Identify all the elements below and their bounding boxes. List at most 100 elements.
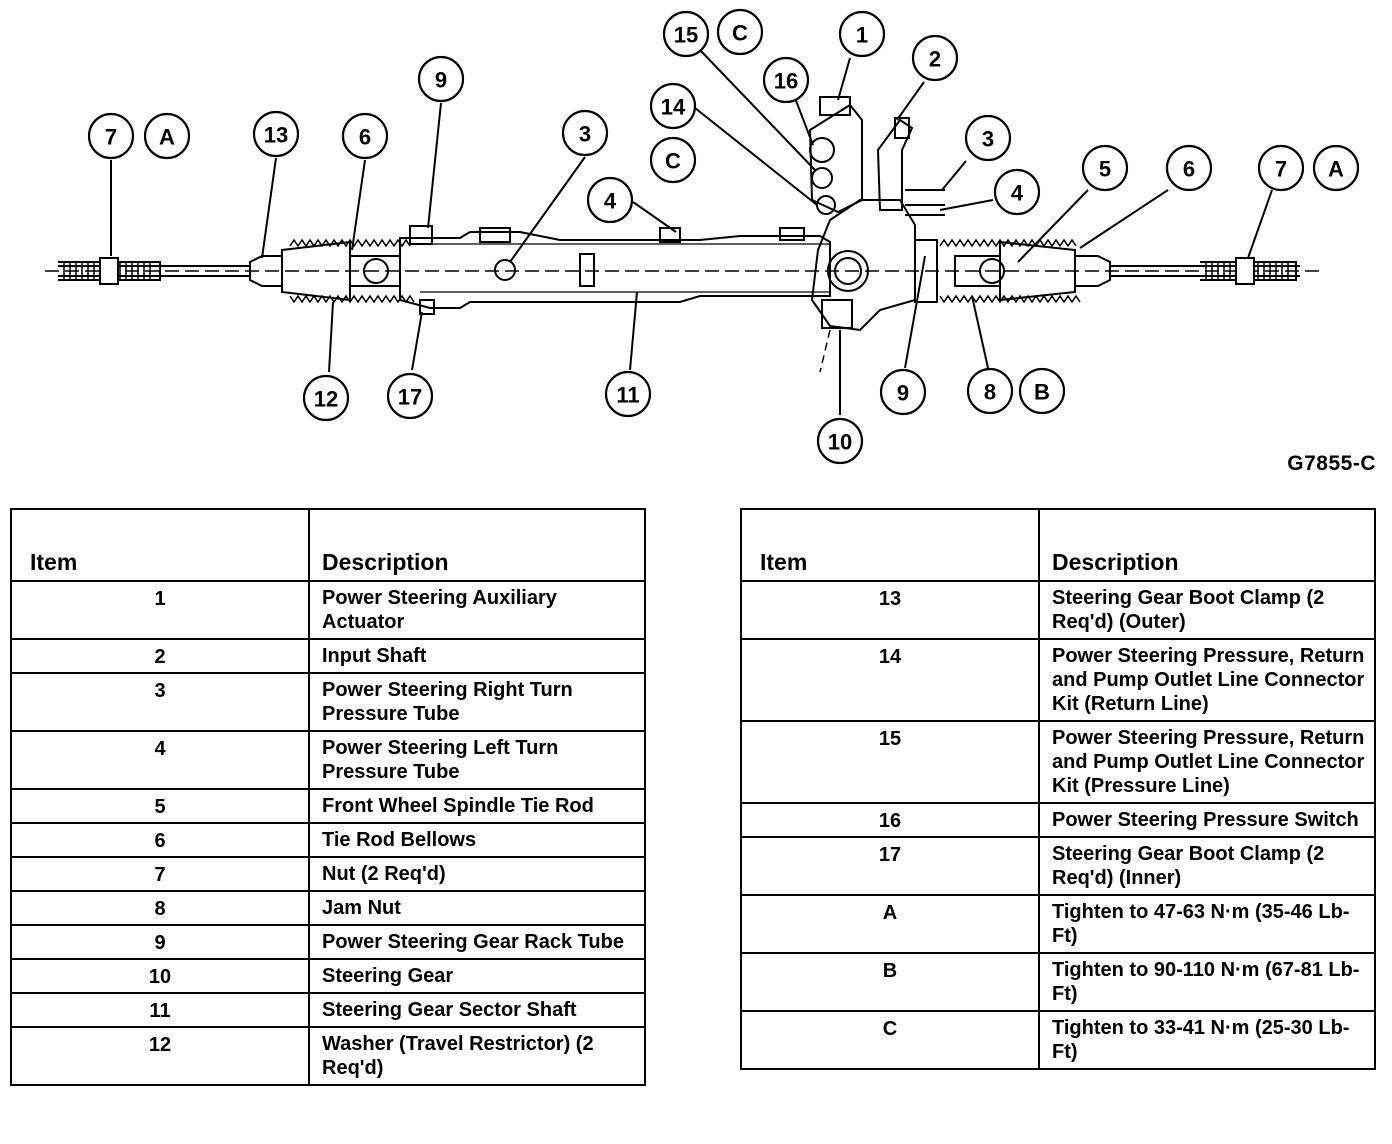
legend-item-description: Front Wheel Spindle Tie Rod (308, 788, 646, 824)
legend-header-row: Item Description (10, 508, 646, 582)
legend-item-number: 9 (10, 924, 310, 960)
legend-item-description: Washer (Travel Restrictor) (2 Req'd) (308, 1026, 646, 1086)
legend-item-number: 14 (740, 638, 1040, 722)
header-item: Item (10, 508, 310, 582)
callout-label: 6 (359, 125, 371, 150)
legend-item-description: Tighten to 90-110 N·m (67-81 Lb-Ft) (1038, 952, 1376, 1012)
callout-label: 7 (1275, 157, 1287, 182)
legend-item-description: Steering Gear Boot Clamp (2 Req'd) (Inne… (1038, 836, 1376, 896)
legend-item-number: 16 (740, 802, 1040, 838)
callout-label: 8 (984, 380, 996, 405)
callout-13 (252, 110, 300, 158)
callout-label: 11 (616, 383, 639, 408)
callout-label: 2 (929, 47, 941, 72)
legend-item-number: 1 (10, 580, 310, 640)
callout-1 (838, 10, 886, 58)
legend-item-description: Steering Gear Sector Shaft (308, 992, 646, 1028)
callout-label: 4 (1011, 181, 1024, 206)
callout-b (1018, 367, 1066, 415)
legend-item-number: 3 (10, 672, 310, 732)
callout-c-lower (649, 136, 697, 184)
callout-8 (966, 367, 1014, 415)
legend-item-description: Tighten to 33-41 N·m (25-30 Lb-Ft) (1038, 1010, 1376, 1070)
callout-label: C (665, 149, 681, 174)
callout-4-left (586, 176, 634, 224)
legend-item-number: 8 (10, 890, 310, 926)
callout-c-upper (716, 8, 764, 56)
callout-17 (386, 372, 434, 420)
legend-item-description: Steering Gear (308, 958, 646, 994)
callout-label: 3 (579, 122, 591, 147)
legend-item-description: Power Steering Pressure, Return and Pump… (1038, 638, 1376, 722)
legend-item-description: Power Steering Left Turn Pressure Tube (308, 730, 646, 790)
legend-item-description: Input Shaft (308, 638, 646, 674)
legend-item-number: 5 (10, 788, 310, 824)
legend-item-number: A (740, 894, 1040, 954)
callout-label: 1 (856, 23, 868, 48)
legend-item-number: 6 (10, 822, 310, 858)
callout-7-left (87, 112, 135, 160)
legend-item-number: 17 (740, 836, 1040, 896)
legend-header-row: Item Description (740, 508, 1376, 582)
callout-3-right (964, 114, 1012, 162)
callout-9-top (417, 55, 465, 103)
legend-item-number: 13 (740, 580, 1040, 640)
legend-item-description: Power Steering Right Turn Pressure Tube (308, 672, 646, 732)
callout-2 (911, 34, 959, 82)
legend-item-number: 11 (10, 992, 310, 1028)
legend-item-number: 12 (10, 1026, 310, 1086)
legend-item-number: 15 (740, 720, 1040, 804)
callout-label: 14 (661, 95, 686, 120)
header-description: Description (308, 508, 646, 582)
legend-item-number: B (740, 952, 1040, 1012)
legend-item-description: Nut (2 Req'd) (308, 856, 646, 892)
legend-item-description: Jam Nut (308, 890, 646, 926)
callout-label: 16 (774, 69, 798, 94)
callout-15 (662, 10, 710, 58)
callout-5 (1081, 144, 1129, 192)
callout-7-right (1257, 144, 1305, 192)
legend-item-description: Power Steering Gear Rack Tube (308, 924, 646, 960)
callout-6-right (1165, 144, 1213, 192)
legend-item-number: 7 (10, 856, 310, 892)
legend-item-description: Power Steering Auxiliary Actuator (308, 580, 646, 640)
callout-11 (604, 370, 652, 418)
figure-id: G7855-C (1287, 452, 1376, 475)
callout-4-right (993, 168, 1041, 216)
header-item: Item (740, 508, 1040, 582)
callout-9-bottom (879, 368, 927, 416)
legend-item-number: 4 (10, 730, 310, 790)
callout-label: 10 (828, 430, 852, 455)
callout-label: 3 (982, 127, 994, 152)
legend-item-description: Power Steering Pressure, Return and Pump… (1038, 720, 1376, 804)
callout-label: A (159, 125, 175, 150)
callout-label: 5 (1099, 157, 1111, 182)
callout-3-left (561, 109, 609, 157)
callout-label: 9 (897, 381, 909, 406)
callout-14 (649, 82, 697, 130)
legend-item-description: Power Steering Pressure Switch (1038, 802, 1376, 838)
callout-12 (302, 374, 350, 422)
callout-label: 7 (105, 125, 117, 150)
legend-item-description: Tighten to 47-63 N·m (35-46 Lb-Ft) (1038, 894, 1376, 954)
